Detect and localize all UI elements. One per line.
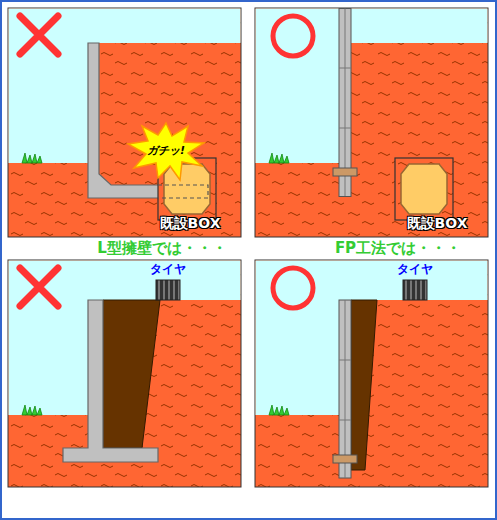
panel-caption: L型擁壁では・・・: [97, 240, 227, 257]
panel-l-wall-excavation: [8, 260, 241, 487]
box-label: 既設BOX: [407, 216, 468, 231]
tire-label: タイヤ: [150, 263, 186, 276]
panel-fp-excavation: [255, 260, 488, 487]
impact-sound: ガチッ!: [147, 145, 185, 157]
panel-l-wall-box: [8, 8, 241, 237]
panel-fp-box: [255, 8, 488, 237]
tire-label: タイヤ: [397, 263, 433, 276]
panel-caption: FP工法では・・・: [335, 240, 461, 257]
box-label: 既設BOX: [160, 216, 221, 231]
